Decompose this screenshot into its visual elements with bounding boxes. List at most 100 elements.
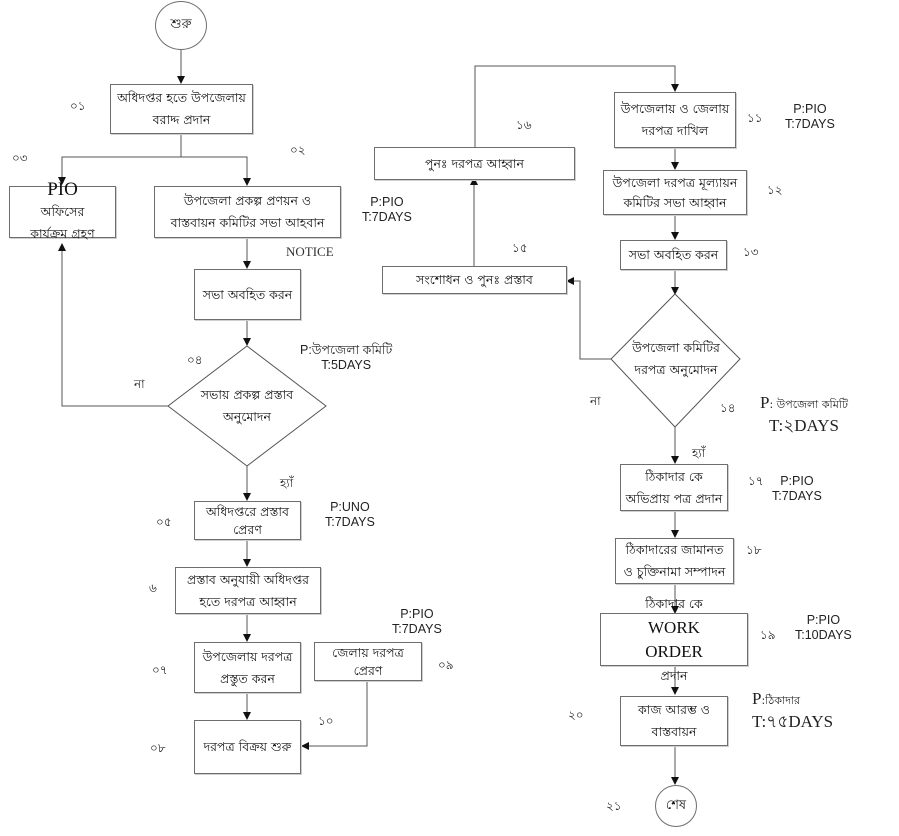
step-17-person: P:PIO [780, 474, 814, 488]
arrow-01-split [58, 134, 182, 185]
step-20-number: ২০ [568, 708, 584, 722]
step-04-line1: সভায় প্রকল্প প্রস্তাব [200, 387, 294, 402]
step-13-box: সভা অবহিত করন [620, 240, 727, 270]
start-label: শুরু [170, 17, 192, 32]
arrow-09-to-08 [301, 680, 368, 750]
step-18-line1: ঠিকাদারের জামানত [625, 542, 724, 557]
step-05-box: অধিদপ্তরে প্রস্তাব প্রেরণ [194, 501, 301, 540]
step-15-box: সংশোধন ও পুনঃ প্রস্তাব [382, 266, 567, 294]
step-05-line2: প্রেরণ [233, 521, 262, 537]
step-13-line1: সভা অবহিত করন [628, 247, 719, 262]
step-01-box: অধিদপ্তর হতে উপজেলায় বরাদ্দ প্রদান [110, 84, 253, 134]
step-03-line1: অফিসের [40, 204, 85, 219]
step-02-line2: বাস্তবায়ন কমিটির সভা আহবান [170, 215, 325, 230]
end-label: শেষ [665, 797, 687, 813]
step-03-line2: কার্যক্রম গ্রহণ [30, 226, 95, 241]
step-11-time: T:7DAYS [785, 117, 835, 131]
notify-meeting-label: সভা অবহিত করন [202, 286, 293, 302]
step-20-meta: P:ঠিকাদার T:৭৫DAYS [752, 688, 833, 732]
step-05-line1: অধিদপ্তরে প্রস্তাব [205, 503, 290, 519]
step-08-line1: দরপত্র বিক্রয় শুরু [203, 739, 292, 754]
step-19-line2: প্রদান [660, 667, 688, 683]
step-19-time: T:10DAYS [795, 628, 852, 642]
step-19-meta: P:PIO T:10DAYS [795, 613, 852, 643]
step-06-box: প্রস্তাব অনুযায়ী অধিদপ্তর হতে দরপত্র আহ্… [175, 567, 321, 614]
decision-diamond-04 [167, 345, 327, 467]
step-14-yes-label: হ্যাঁ [692, 446, 706, 460]
step-11-meta: P:PIO T:7DAYS [785, 102, 835, 132]
step-05-time: T:7DAYS [325, 515, 375, 529]
step-14-meta: P: উপজেলা কমিটি T:২DAYS [760, 392, 848, 436]
step-06-number: ৬ [149, 581, 157, 595]
step-21-number: ২১ [606, 799, 622, 813]
step-08-number: ০৮ [150, 741, 166, 755]
step-04-line2: অনুমোদন [223, 409, 271, 424]
step-20-line2: বাস্তবায়ন [651, 724, 697, 739]
start-node: শুরু [155, 1, 207, 50]
step-11-line1: উপজেলায় ও জেলায় [620, 101, 730, 116]
step-19-box: ঠিকাদার কে WORK ORDER প্রদান [600, 596, 748, 683]
step-14-person-prefix: P [760, 393, 770, 412]
step-17-line1: ঠিকাদার কে [645, 468, 703, 484]
step-03-number: ০৩ [12, 151, 28, 165]
step-17-meta: P:PIO T:7DAYS [772, 474, 822, 504]
step-11-box: উপজেলায় ও জেলায়দরপত্র দাখিল [614, 92, 736, 148]
step-09-box: জেলায় দরপত্র প্রেরণ [314, 642, 422, 681]
step-07-line2: প্রস্তুত করন [220, 670, 275, 686]
step-19-number: ১৯ [760, 628, 776, 642]
step-09-line2: প্রেরণ [353, 662, 383, 678]
step-04-yes-label: হ্যাঁ [280, 476, 294, 490]
step-03-pio: PIO [47, 179, 78, 200]
step-20-line1: কাজ আরম্ভ ও [637, 702, 711, 717]
step-07-line1: উপজেলায় দরপত্র [202, 648, 293, 664]
step-06-line2: হতে দরপত্র আহ্বান [199, 593, 297, 609]
step-18-number: ১৮ [746, 543, 762, 557]
step-01-line2: বরাদ্দ প্রদান [152, 112, 211, 127]
step-09-time: T:7DAYS [392, 622, 442, 636]
step-01-line1: অধিদপ্তর হতে উপজেলায় [117, 90, 246, 105]
step-14-line2: দরপত্র অনুমোদন [634, 362, 718, 377]
step-11-number: ১১ [747, 111, 763, 125]
step-17-time: T:7DAYS [772, 489, 822, 503]
step-19-line1: ঠিকাদার কে [645, 595, 703, 611]
step-14-number: ১৪ [720, 401, 736, 415]
step-04-meta: P:উপজেলা কমিটি T:5DAYS [300, 343, 392, 373]
notify-meeting-box: সভা অবহিত করন [194, 269, 301, 320]
step-20-person-prefix: P [752, 689, 762, 708]
step-17-number: ১৭ [748, 474, 764, 488]
step-20-time: :৭৫DAYS [761, 712, 834, 731]
step-06-line1: প্রস্তাব অনুযায়ী অধিদপ্তর [186, 571, 310, 587]
step-19-work: WORK [648, 617, 700, 637]
step-05-number: ০৫ [156, 515, 172, 529]
step-20-time-prefix: T [752, 712, 762, 731]
step-12-line1: উপজেলা দরপত্র মূল্যায়ন [612, 174, 738, 190]
step-05-person: P:UNO [330, 500, 370, 514]
arrow-01-to-02 [181, 156, 248, 184]
step-09-number: ০৯ [438, 658, 454, 672]
step-14-text: উপজেলা কমিটির দরপত্র অনুমোদন [617, 337, 735, 381]
step-20-person: :ঠিকাদার [761, 694, 801, 707]
step-02-line1: উপজেলা প্রকল্প প্রণয়ন ও [183, 193, 312, 208]
step-09-meta: P:PIO T:7DAYS [392, 607, 442, 637]
step-07-number: ০৭ [152, 663, 168, 677]
step-14-time: T:২DAYS [768, 416, 839, 435]
step-17-line2: অভিপ্রায় পত্র প্রদান [625, 490, 723, 506]
arrow-14-no [566, 277, 611, 360]
step-20-box: কাজ আরম্ভ ও বাস্তবায়ন [620, 696, 728, 746]
step-02-box: উপজেলা প্রকল্প প্রণয়ন ও বাস্তবায়ন কমিটি… [154, 186, 341, 238]
step-02-meta: P:PIO T:7DAYS [362, 195, 412, 225]
step-04-no-label: না [134, 377, 145, 391]
step-07-box: উপজেলায় দরপত্র প্রস্তুত করন [194, 642, 301, 693]
step-09-line1: জেলায় দরপত্র [332, 644, 404, 660]
arrow-16-to-11 [474, 65, 679, 147]
step-01-number: ০১ [70, 99, 86, 113]
step-17-box: ঠিকাদার কে অভিপ্রায় পত্র প্রদান [620, 464, 728, 511]
step-14-person: : উপজেলা কমিটি [769, 398, 848, 411]
end-node: শেষ [655, 785, 697, 827]
step-03-box: PIO অফিসের কার্যক্রম গ্রহণ [9, 179, 116, 241]
step-04-text: সভায় প্রকল্প প্রস্তাব অনুমোদন [178, 384, 316, 428]
step-11-person: P:PIO [793, 102, 827, 116]
